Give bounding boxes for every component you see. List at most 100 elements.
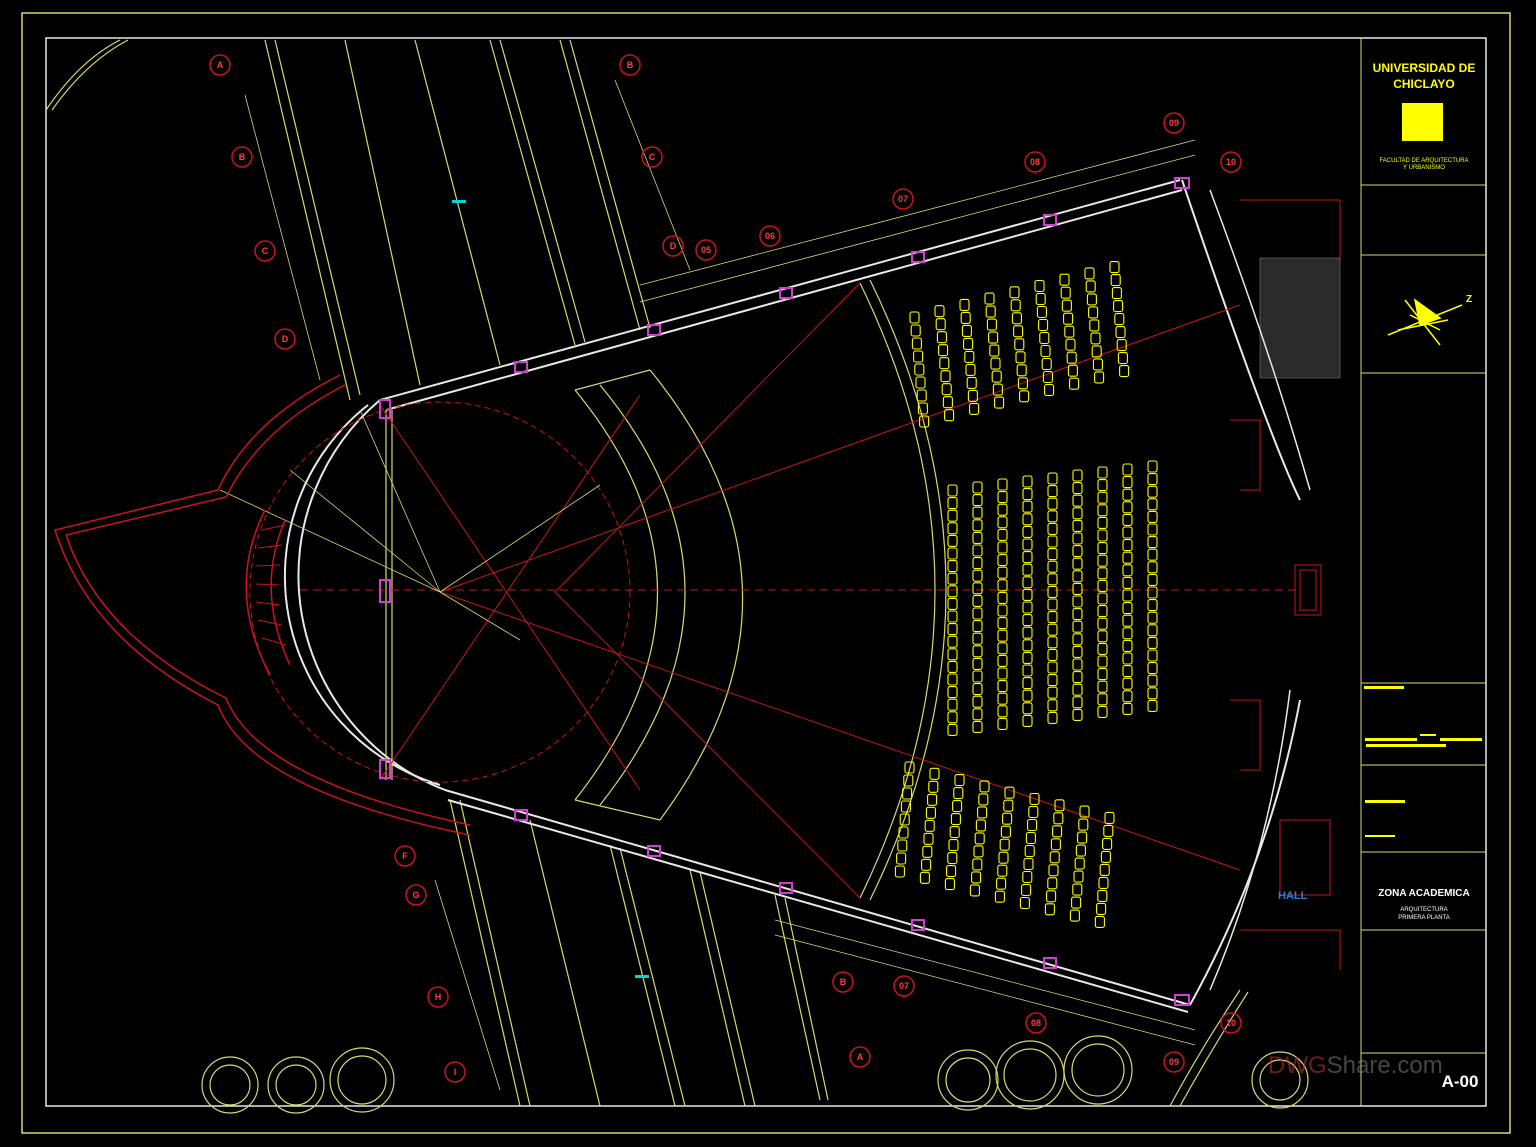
bay-label-top-circle [1220,151,1242,173]
axis-label-left-top-circle [231,146,253,168]
seat [941,383,952,396]
seat [972,594,983,607]
seat [949,826,960,839]
axis-label-bottom: B [839,977,847,987]
seat [1022,651,1033,664]
bay-label-top-circle [1163,112,1185,134]
seat [972,683,983,696]
seat [1050,838,1061,851]
seat [1122,564,1133,577]
seat [1079,805,1090,818]
seat [947,673,958,686]
seat [947,623,958,636]
seat [903,774,914,787]
watermark-part-1: DWG [1268,1052,1327,1079]
seat [1097,579,1108,592]
seat [972,481,983,494]
seat [1072,708,1083,721]
seat [1077,831,1088,844]
seat [946,865,957,878]
seat [1047,711,1058,724]
seat [1122,652,1133,665]
seat [947,547,958,560]
seat [1122,627,1133,640]
seat [1069,909,1080,922]
seat [1022,664,1033,677]
seat [1022,702,1033,715]
seat [1072,545,1083,558]
seat [977,806,988,819]
seat [1147,674,1158,687]
seat [972,494,983,507]
seat [997,667,1008,680]
seat [925,806,936,819]
seat [997,516,1008,529]
seat [997,541,1008,554]
seat [917,402,928,415]
seat [1072,645,1083,658]
seat [1072,557,1083,570]
seat [1066,351,1077,364]
seat [939,357,950,370]
seat [947,560,958,573]
zone-title: ZONA ACADEMICA [1378,888,1470,899]
bay-label-bottom-circle [1220,1012,1242,1034]
seat [1052,825,1063,838]
seat [1072,658,1083,671]
seat [1097,479,1108,492]
seat [972,519,983,532]
seat [1122,488,1133,501]
seat [1147,573,1158,586]
seat [1147,548,1158,561]
seat [1065,338,1076,351]
seat [996,877,1007,890]
seat [950,813,961,826]
seat [1047,485,1058,498]
seat [1022,576,1033,589]
seat [997,478,1008,491]
seat [997,642,1008,655]
seat [1115,326,1126,339]
seat [997,717,1008,730]
seat [1147,536,1158,549]
seat [916,389,927,402]
seat [1072,482,1083,495]
seat [972,645,983,658]
seat [997,705,1008,718]
seat [1147,523,1158,536]
seat [1094,915,1105,928]
seat [960,311,971,324]
seat [1034,279,1045,293]
seat [1022,677,1033,690]
outer-sheet-border [21,12,1511,1134]
seat [959,298,970,311]
seat [1047,623,1058,636]
seat [1097,705,1108,718]
seat [1022,714,1033,727]
seat [947,509,958,522]
bay-label-top-circle [759,225,781,247]
axis-label-left-top-circle [254,240,276,262]
bay-label-bottom-circle [1025,1012,1047,1034]
seat [894,865,905,878]
axis-label-left-top-circle [274,328,296,350]
seat [1072,633,1083,646]
seat [1097,655,1108,668]
auditorium-seating [894,261,1158,928]
bay-label-bottom-circle [893,975,915,997]
seat [979,780,990,793]
axis-label-mid-top: D [669,241,677,251]
seat [1000,825,1011,838]
seat [997,566,1008,579]
seat [964,350,975,363]
seat [1035,292,1046,306]
seat [1122,614,1133,627]
seat [947,585,958,598]
seat [991,370,1002,383]
site-road-lines-top [45,39,651,401]
seat [994,890,1005,903]
seat [972,607,983,620]
seat [972,506,983,519]
seat [947,610,958,623]
